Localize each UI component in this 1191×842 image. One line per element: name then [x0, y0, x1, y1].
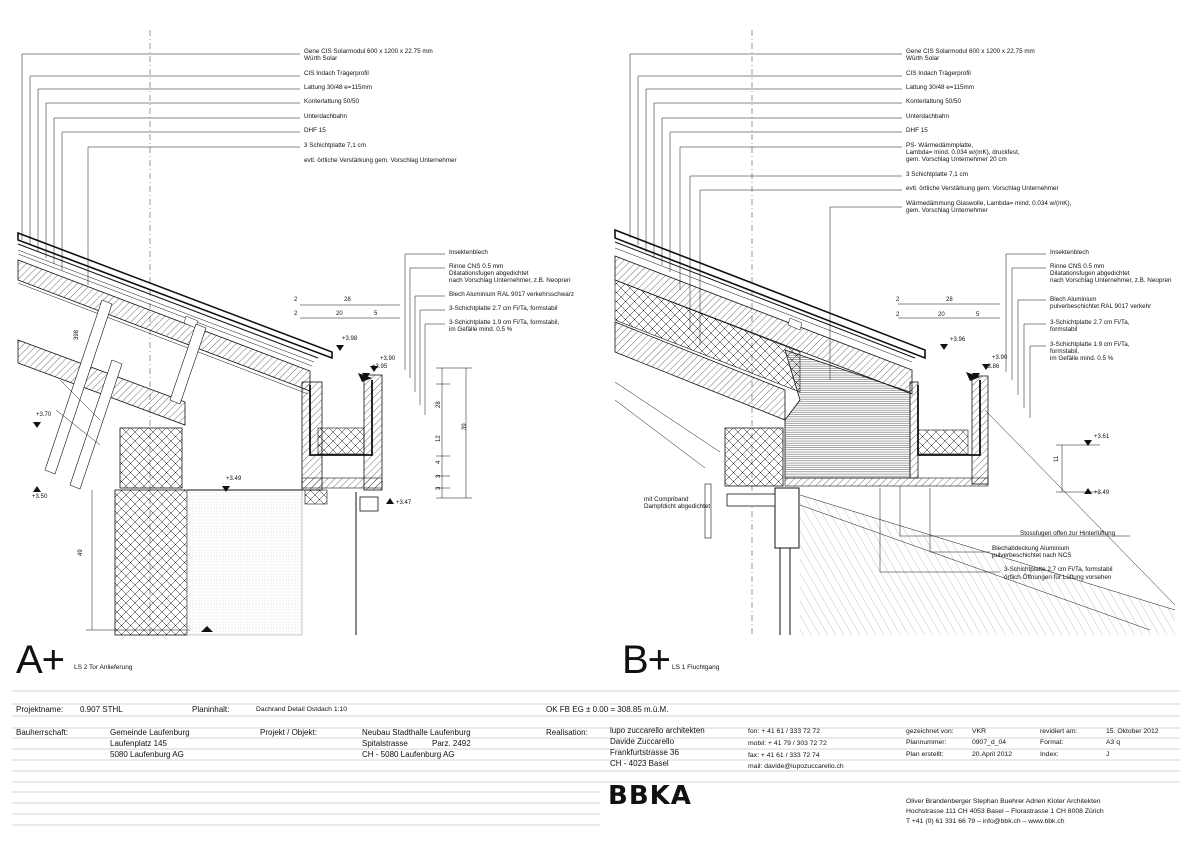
window-frame-b — [704, 483, 800, 635]
gutter-b — [784, 372, 989, 487]
beam-box-b — [724, 427, 784, 487]
column-a — [114, 489, 188, 636]
sloped-surface-b — [799, 409, 1176, 635]
roof-layers-a — [17, 231, 333, 395]
level-markers-b — [940, 344, 1092, 494]
roof-layers-b — [614, 228, 926, 421]
wall-fill-a — [186, 489, 303, 636]
gutter-a — [301, 373, 383, 635]
beam-box-a — [119, 427, 183, 489]
leaders-a — [21, 53, 445, 415]
rafter-a — [17, 339, 186, 426]
detail-b — [614, 30, 1176, 635]
dims-right-a — [300, 304, 472, 499]
detail-a — [17, 30, 472, 636]
title-block-grid — [12, 690, 1180, 826]
dims-right-b — [898, 303, 1100, 493]
level-markers-a — [33, 345, 394, 632]
struts-a — [44, 299, 207, 490]
leaders-b — [629, 53, 1130, 573]
